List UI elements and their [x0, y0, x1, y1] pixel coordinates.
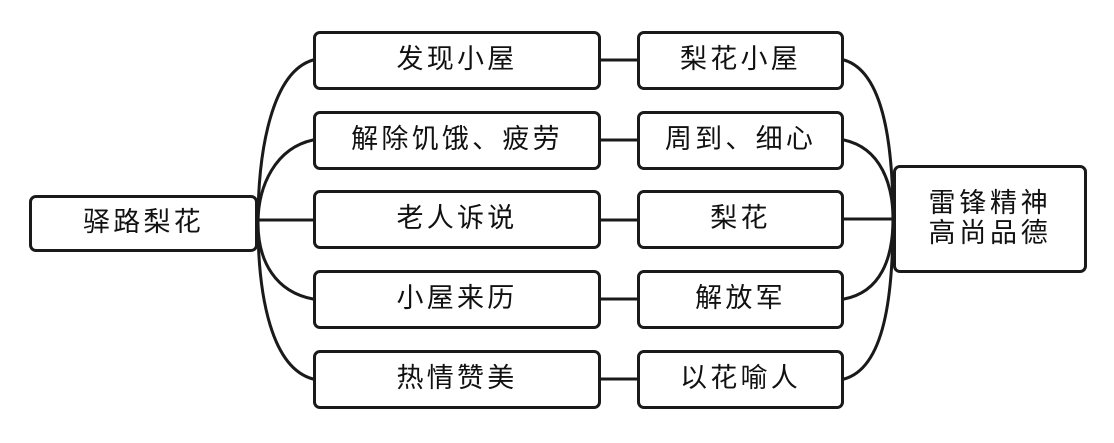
theme-node-3[interactable]: 梨花	[637, 190, 844, 249]
theme-node-4[interactable]: 解放军	[637, 270, 844, 329]
event-node-5[interactable]: 热情赞美	[313, 350, 601, 409]
conclusion-node-label: 雷锋精神 高尚品德	[928, 187, 1052, 249]
event-node-3-label: 老人诉说	[396, 203, 518, 235]
edge-root-to-event-2	[256, 138, 315, 225]
edge-theme-5-to-conclusion	[842, 217, 895, 381]
edge-root-to-event-5	[256, 221, 315, 381]
root-node-label: 驿路梨花	[83, 207, 204, 239]
event-node-5-label: 热情赞美	[396, 363, 518, 395]
event-node-1[interactable]: 发现小屋	[313, 31, 601, 90]
edge-root-to-event-1	[256, 58, 315, 225]
theme-node-2[interactable]: 周到、细心	[637, 111, 844, 170]
theme-node-4-label: 解放军	[695, 283, 786, 315]
theme-node-1[interactable]: 梨花小屋	[637, 31, 844, 90]
root-node[interactable]: 驿路梨花	[29, 195, 258, 252]
theme-node-5-label: 以花喻人	[680, 363, 801, 395]
event-node-2-label: 解除饥饿、疲劳	[351, 124, 563, 156]
event-node-1-label: 发现小屋	[396, 44, 518, 76]
theme-node-3-label: 梨花	[710, 203, 771, 235]
event-node-4-label: 小屋来历	[396, 283, 518, 315]
theme-node-5[interactable]: 以花喻人	[637, 350, 844, 409]
conclusion-node[interactable]: 雷锋精神 高尚品德	[893, 165, 1087, 273]
edge-root-to-event-4	[256, 221, 315, 301]
theme-node-2-label: 周到、细心	[664, 124, 817, 156]
theme-node-1-label: 梨花小屋	[680, 44, 801, 76]
event-node-3[interactable]: 老人诉说	[313, 190, 601, 249]
event-node-4[interactable]: 小屋来历	[313, 270, 601, 329]
event-node-2[interactable]: 解除饥饿、疲劳	[313, 111, 601, 170]
edge-theme-2-to-conclusion	[842, 138, 895, 221]
edge-theme-1-to-conclusion	[842, 58, 895, 221]
edge-theme-4-to-conclusion	[842, 217, 895, 301]
